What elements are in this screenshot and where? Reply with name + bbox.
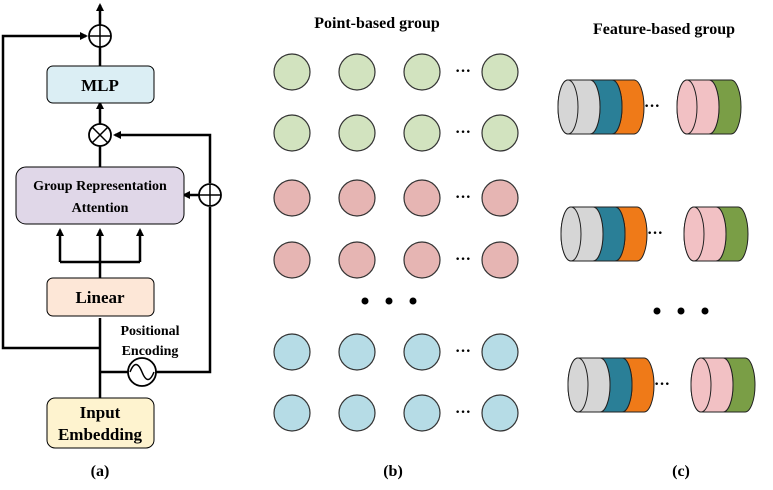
point-circle — [273, 53, 311, 91]
row-ellipsis: ··· — [455, 189, 471, 206]
feature-row: ··· — [567, 357, 756, 413]
add-operator-right — [198, 183, 222, 207]
point-row: ··· — [273, 333, 519, 371]
feature-cylinder — [567, 357, 611, 413]
point-circle — [338, 333, 376, 371]
feature-group-title: Feature-based group — [593, 21, 735, 38]
caption-b: (b) — [383, 463, 403, 480]
point-row: ··· — [273, 241, 519, 279]
gra-label-line2: Attention — [72, 201, 129, 216]
vertical-ellipsis-c — [653, 307, 709, 315]
linear-box — [46, 277, 155, 317]
feature-row: ··· — [560, 206, 749, 262]
row-ellipsis: ··· — [455, 343, 471, 360]
feature-row: ··· — [557, 79, 742, 135]
pos-enc-label-line1: Positional — [120, 324, 179, 339]
feature-cylinder — [683, 206, 727, 262]
point-circle — [273, 333, 311, 371]
feature-cylinder — [560, 206, 604, 262]
residual-left-path — [1, 32, 100, 350]
feature-cylinder — [676, 79, 720, 135]
gra-box — [15, 166, 185, 225]
point-rows: ··· ··· ··· ··· ··· ··· — [273, 53, 519, 432]
point-circle — [338, 114, 376, 152]
panel-a: MLP Group Representation Attention Linea… — [1, 3, 222, 480]
point-circle — [481, 53, 519, 91]
point-row: ··· — [273, 179, 519, 217]
point-circle — [481, 333, 519, 371]
point-circle — [403, 333, 441, 371]
feature-rows: ··· ··· ··· — [557, 79, 756, 413]
point-group-title: Point-based group — [314, 15, 440, 32]
sine-wave-icon — [127, 357, 157, 387]
point-circle — [338, 53, 376, 91]
caption-c: (c) — [672, 463, 690, 480]
point-circle — [338, 394, 376, 432]
row-ellipsis: ··· — [654, 376, 670, 393]
point-circle — [273, 179, 311, 217]
multiply-operator — [88, 123, 112, 147]
feature-cylinder — [557, 79, 601, 135]
point-circle — [481, 241, 519, 279]
add-operator-top — [88, 24, 112, 48]
point-circle — [403, 241, 441, 279]
row-ellipsis: ··· — [455, 251, 471, 268]
gra-label-line1: Group Representation — [33, 179, 167, 194]
point-circle — [403, 114, 441, 152]
row-ellipsis: ··· — [455, 124, 471, 141]
point-circle — [273, 394, 311, 432]
point-circle — [338, 241, 376, 279]
row-ellipsis: ··· — [644, 98, 660, 115]
point-circle — [273, 114, 311, 152]
row-ellipsis: ··· — [455, 63, 471, 80]
point-circle — [273, 241, 311, 279]
point-circle — [403, 179, 441, 217]
point-row: ··· — [273, 114, 519, 152]
panel-b: Point-based group ··· ··· ··· ··· ··· ··· (b) — [273, 15, 519, 480]
plus-to-mult — [113, 131, 212, 183]
mlp-label: MLP — [81, 76, 119, 95]
linear-label: Linear — [75, 288, 125, 307]
panel-c: Feature-based group ··· ··· ··· (c) — [557, 21, 756, 480]
input-label-line2: Embedding — [58, 425, 143, 444]
point-circle — [338, 179, 376, 217]
point-circle — [481, 394, 519, 432]
row-ellipsis: ··· — [647, 225, 663, 242]
point-circle — [481, 179, 519, 217]
posenc-to-right — [156, 207, 212, 374]
point-circle — [481, 114, 519, 152]
caption-a: (a) — [91, 463, 110, 480]
point-circle — [403, 53, 441, 91]
vertical-ellipsis-b — [361, 297, 417, 305]
point-circle — [403, 394, 441, 432]
row-ellipsis: ··· — [455, 404, 471, 421]
input-label-line1: Input — [80, 403, 121, 422]
point-row: ··· — [273, 53, 519, 91]
mlp-box — [46, 65, 155, 104]
point-row: ··· — [273, 394, 519, 432]
pos-enc-label-line2: Encoding — [122, 344, 179, 359]
feature-cylinder — [690, 357, 734, 413]
input-embedding-box — [46, 397, 155, 449]
